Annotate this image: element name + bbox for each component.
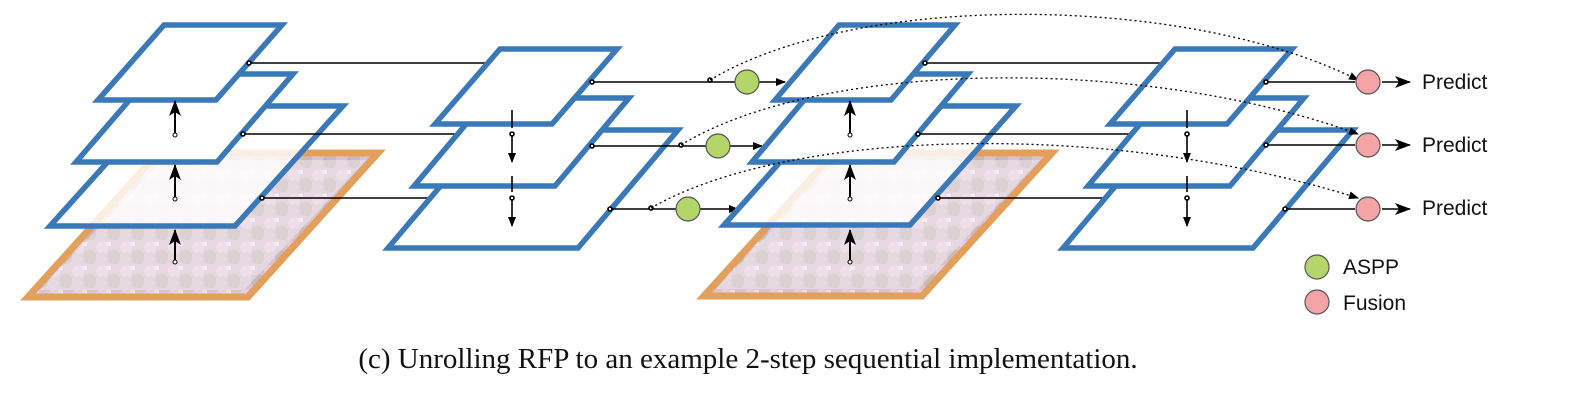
fpn-1 bbox=[382, 46, 684, 251]
figure-caption: (c) Unrolling RFP to an example 2-step s… bbox=[358, 343, 1137, 375]
legend-aspp-label: ASPP bbox=[1343, 256, 1399, 279]
fusion-node-3 bbox=[1355, 196, 1381, 222]
fusion-connections bbox=[1263, 76, 1411, 215]
feedback-connections bbox=[589, 77, 786, 213]
feature-map-2-level-2 bbox=[746, 71, 974, 165]
aspp-node-1 bbox=[734, 69, 760, 95]
legend: ASPP Fusion bbox=[1304, 254, 1406, 315]
fusion-node-1 bbox=[1355, 69, 1381, 95]
step-1-backbone bbox=[20, 22, 386, 301]
predict-label-2: Predict bbox=[1422, 134, 1488, 157]
predict-label-1: Predict bbox=[1422, 71, 1488, 94]
predict-label-3: Predict bbox=[1422, 197, 1488, 220]
feature-map-1-level-2 bbox=[69, 71, 300, 165]
step-2-backbone bbox=[696, 22, 1060, 300]
fpn-2-level-1 bbox=[1103, 46, 1299, 127]
fpn-2-level-2 bbox=[1082, 95, 1310, 189]
skip-connections bbox=[650, 13, 1359, 209]
aspp-node-3 bbox=[675, 196, 701, 222]
fpn-1-level-2 bbox=[408, 95, 635, 189]
fusion-node-2 bbox=[1355, 132, 1381, 158]
legend-aspp-swatch bbox=[1304, 254, 1330, 280]
legend-fusion-swatch bbox=[1304, 289, 1330, 315]
legend-fusion-label: Fusion bbox=[1343, 292, 1406, 315]
fpn-1-level-1 bbox=[428, 46, 624, 127]
aspp-node-2 bbox=[705, 133, 731, 159]
